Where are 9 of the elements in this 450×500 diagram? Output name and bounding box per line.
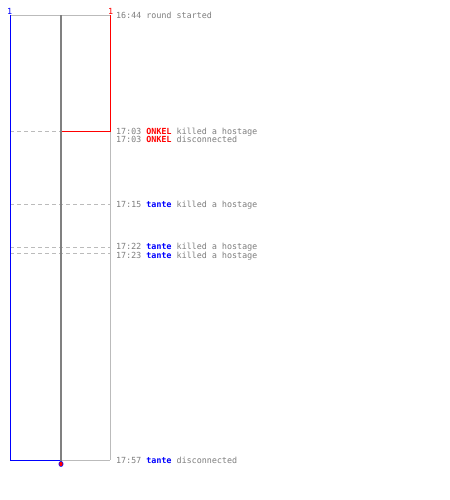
event-text: 17:03 ONKEL killed a hostage bbox=[116, 127, 258, 136]
player-count: 1 bbox=[7, 7, 12, 16]
event-text: 17:22 tante killed a hostage bbox=[116, 242, 258, 251]
player-count: 1 bbox=[108, 7, 114, 16]
event-text: 17:23 tante killed a hostage bbox=[116, 251, 258, 260]
event-text: 16:44 round started bbox=[116, 11, 212, 20]
event-text: 17:15 tante killed a hostage bbox=[116, 200, 258, 209]
event-text: 17:57 tante disconnected bbox=[116, 456, 238, 465]
event-text: 17:03 ONKEL disconnected bbox=[116, 135, 238, 144]
